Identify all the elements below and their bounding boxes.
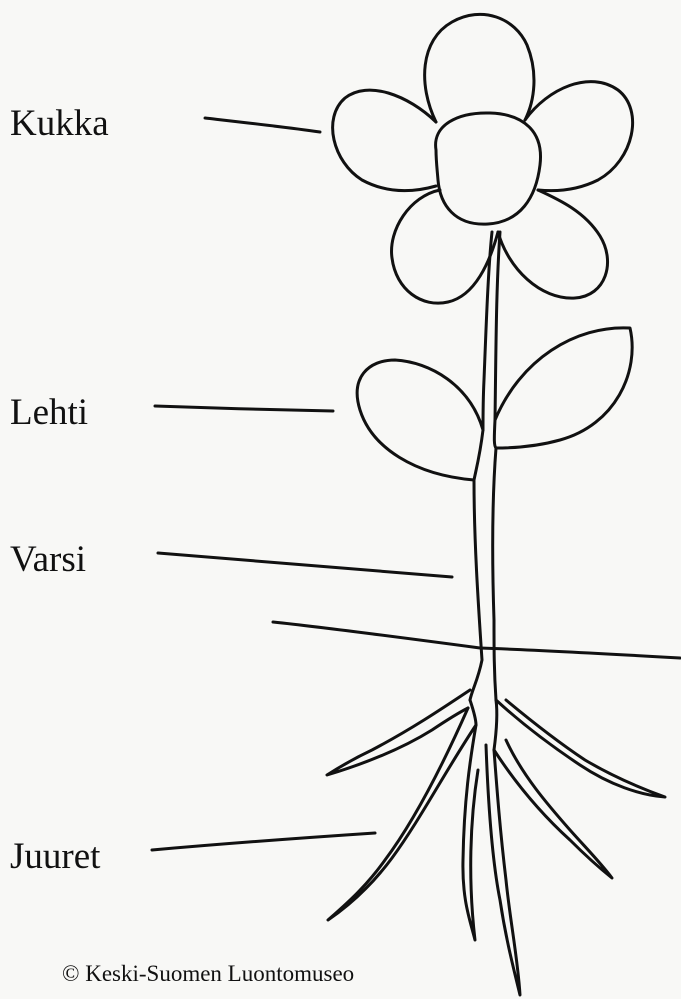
petal-right: [525, 82, 633, 191]
root-right-lower: [494, 740, 612, 878]
stem-illustration: [470, 232, 500, 700]
label-stem: Varsi: [10, 541, 86, 578]
root-center: [463, 725, 478, 940]
petal-left: [333, 90, 436, 190]
petal-lower-left: [392, 190, 498, 303]
pointer-leaf: [155, 406, 333, 411]
stem-left-edge: [470, 232, 492, 700]
root-left-upper: [327, 690, 470, 775]
left-leaf: [357, 360, 483, 480]
pointer-stem: [158, 553, 452, 577]
pointer-flower: [205, 118, 320, 132]
label-roots: Juuret: [10, 838, 100, 875]
flower-center: [436, 113, 541, 224]
pointer-roots: [152, 833, 375, 850]
pointer-lines: [152, 118, 452, 850]
ground-line: [273, 622, 680, 658]
stem-right-edge: [493, 232, 500, 700]
copyright-credit: © Keski-Suomen Luontomuseo: [62, 961, 354, 987]
petal-lower-right: [498, 190, 608, 298]
label-leaf: Lehti: [10, 394, 88, 431]
root-center-long: [486, 745, 520, 995]
root-right-upper: [496, 700, 665, 797]
root-left-lower: [328, 708, 476, 920]
label-flower: Kukka: [10, 105, 109, 142]
flower-illustration: [333, 14, 633, 303]
roots-illustration: [327, 690, 665, 995]
petal-top: [425, 14, 534, 122]
right-leaf: [495, 328, 632, 448]
